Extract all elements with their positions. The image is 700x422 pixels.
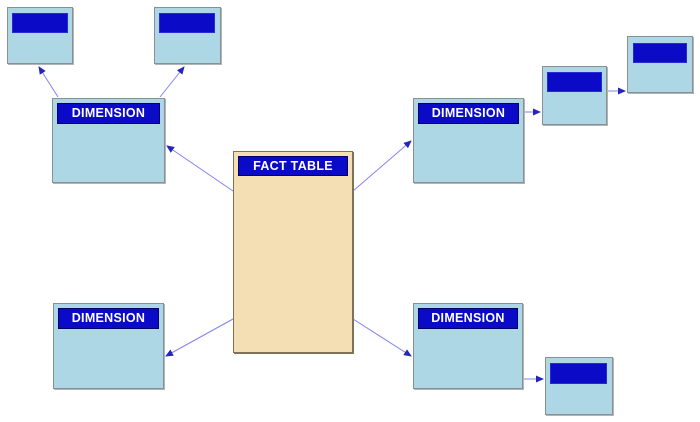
fact-table: FACT TABLE xyxy=(233,151,353,353)
dimension-header: DIMENSION xyxy=(58,308,159,329)
subdimension-header-blank xyxy=(633,43,687,63)
fact-table-header: FACT TABLE xyxy=(238,156,348,176)
connector-fact-to-dim-top-right xyxy=(352,140,412,192)
connector-fact-to-dim-bottom-right xyxy=(352,318,412,357)
subdimension-header-blank xyxy=(12,13,68,33)
connector-fact-to-dim-top-left xyxy=(166,145,234,192)
dimension-header: DIMENSION xyxy=(418,308,518,329)
dimension-header: DIMENSION xyxy=(57,103,160,124)
dimension-header: DIMENSION xyxy=(418,103,519,124)
dimension-table-bottom-right: DIMENSION xyxy=(413,303,523,389)
dimension-table-bottom-left: DIMENSION xyxy=(53,303,164,389)
dimension-table-top-left: DIMENSION xyxy=(52,98,165,183)
connector-dim-top-left-to-sub-top-left-2 xyxy=(159,66,185,98)
subdimension-header-blank xyxy=(550,363,607,384)
subdimension-table-top-left-2 xyxy=(154,7,221,64)
subdimension-table-top-right xyxy=(627,36,693,93)
subdimension-table-top-left-1 xyxy=(7,7,73,64)
dimension-table-top-right: DIMENSION xyxy=(413,98,524,183)
subdimension-table-right-middle xyxy=(542,66,607,125)
subdimension-header-blank xyxy=(159,13,215,33)
subdimension-header-blank xyxy=(547,72,602,92)
connector-fact-to-dim-bottom-left xyxy=(165,318,234,357)
connector-dim-top-left-to-sub-top-left-1 xyxy=(38,66,59,98)
subdimension-table-bottom-right xyxy=(545,357,613,415)
